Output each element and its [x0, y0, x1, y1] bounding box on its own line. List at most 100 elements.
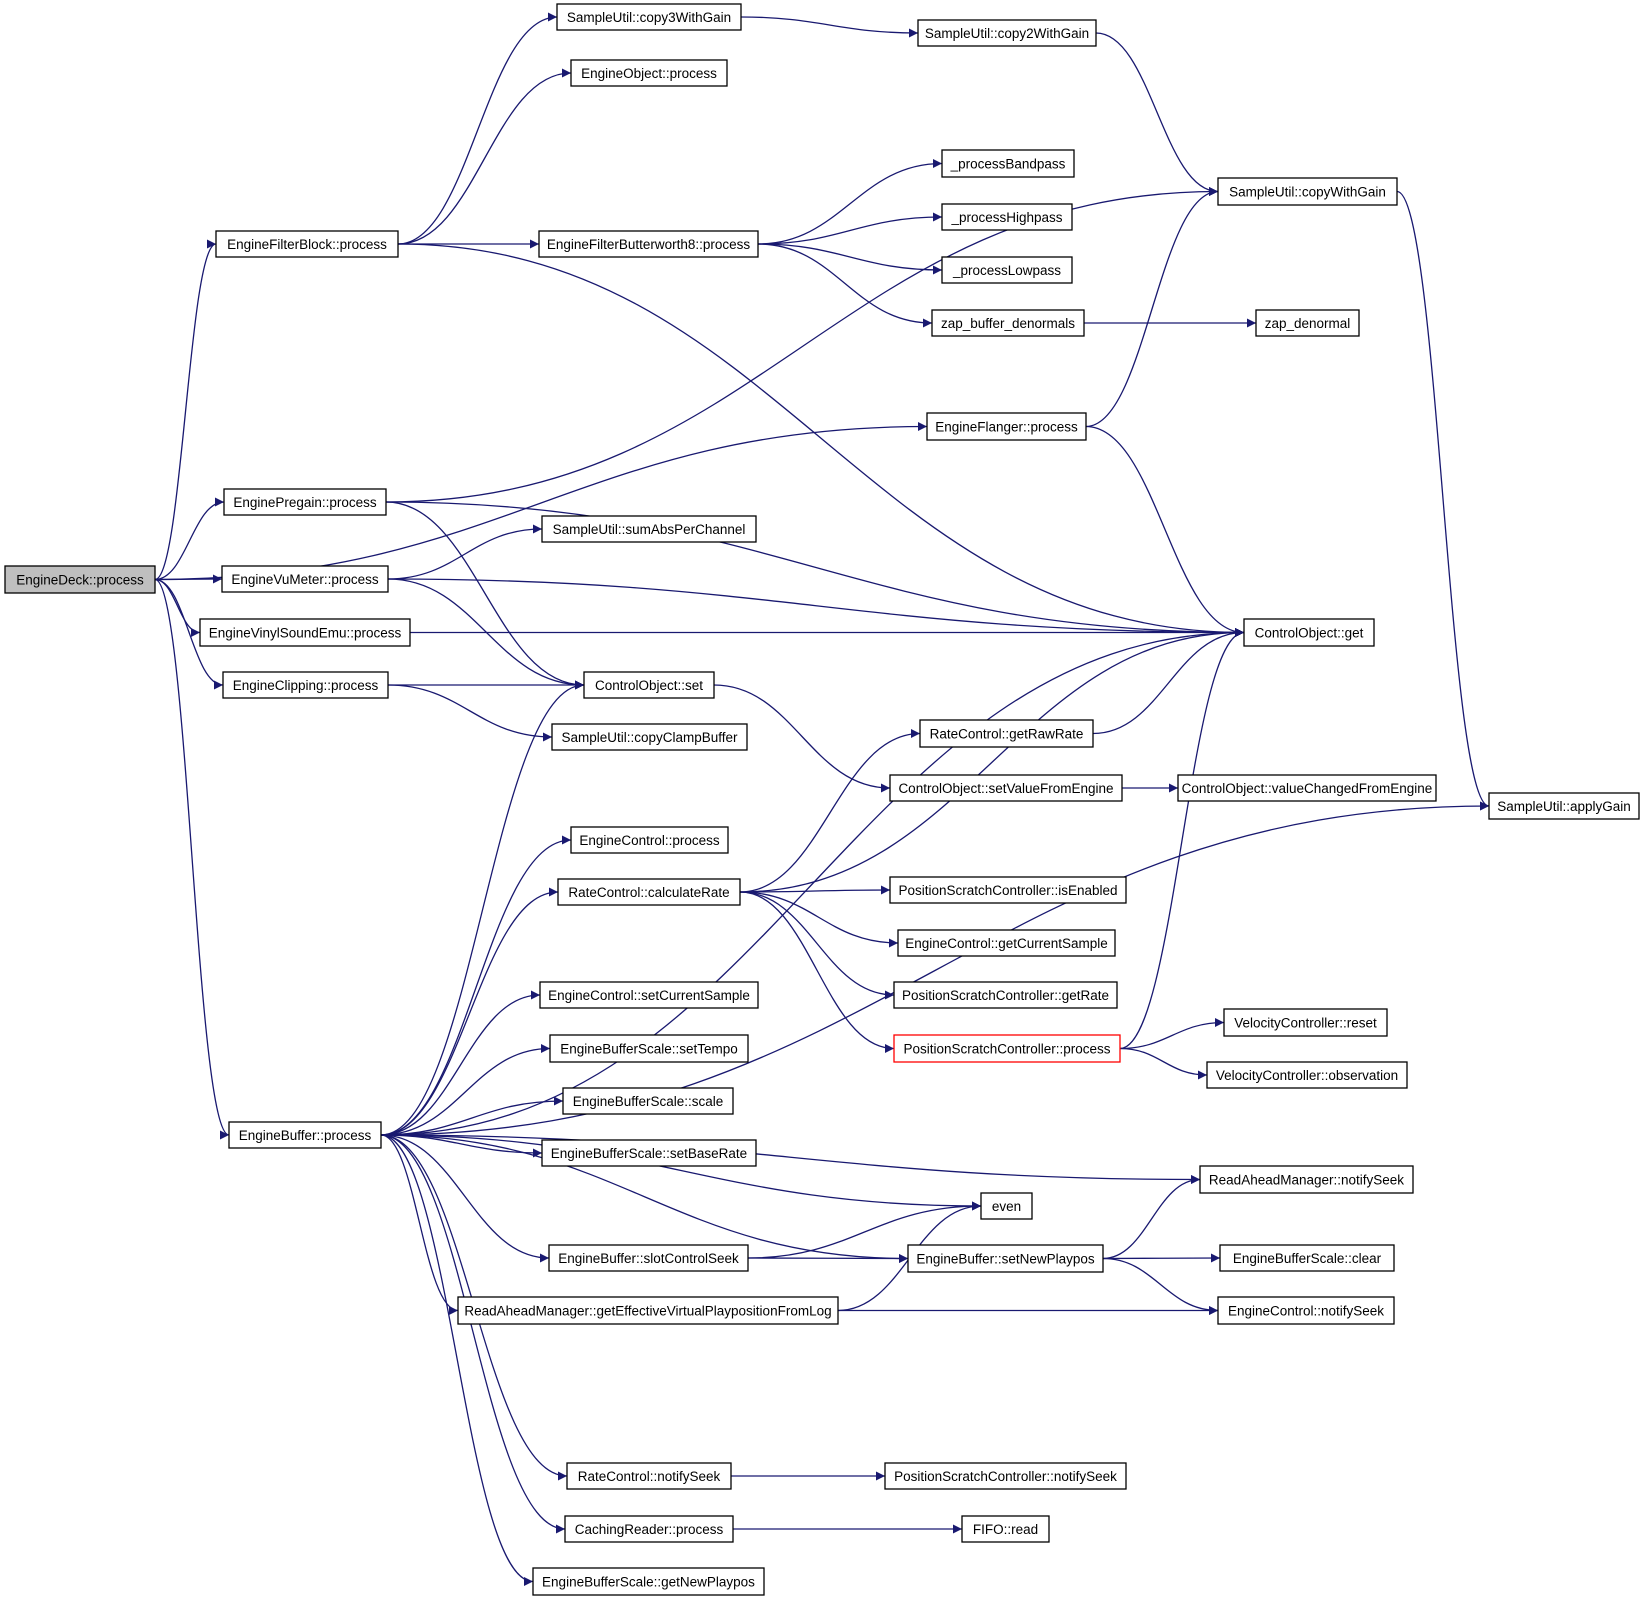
node-box: [548, 1244, 749, 1272]
edge-buffer-to-getnewplaypos: [380, 1134, 534, 1586]
edge-filterblock-to-coget: [397, 243, 1245, 637]
node-pregain[interactable]: EnginePregain::process: [223, 488, 387, 516]
node-scale[interactable]: EngineBufferScale::scale: [562, 1087, 734, 1115]
node-cachingproc[interactable]: CachingReader::process: [564, 1515, 734, 1543]
edge-butter-to-lowpass: [757, 243, 943, 275]
node-coset[interactable]: ControlObject::set: [583, 671, 715, 699]
node-label: RateControl::notifySeek: [578, 1469, 721, 1484]
node-label: ControlObject::get: [1255, 626, 1364, 641]
node-even[interactable]: even: [980, 1192, 1033, 1220]
node-sumabs[interactable]: SampleUtil::sumAbsPerChannel: [541, 515, 757, 543]
node-box: [1206, 1061, 1408, 1089]
node-box: [917, 19, 1097, 47]
edge-calcrate-to-isenabled: [739, 885, 891, 895]
edge-buffer-to-ramnotify: [380, 1134, 1201, 1184]
node-ramgetvp[interactable]: ReadAheadManager::getEffectiveVirtualPla…: [457, 1296, 839, 1325]
node-label: ReadAheadManager::notifySeek: [1209, 1173, 1404, 1188]
node-vumeter[interactable]: EngineVuMeter::process: [221, 565, 389, 593]
node-setbaserate[interactable]: EngineBufferScale::setBaseRate: [541, 1139, 757, 1167]
node-applygain[interactable]: SampleUtil::applyGain: [1488, 792, 1640, 820]
edge-pregain-to-coget: [385, 501, 1245, 637]
node-flanger[interactable]: EngineFlanger::process: [926, 412, 1087, 441]
node-box: [4, 565, 156, 594]
node-settempo[interactable]: EngineBufferScale::setTempo: [549, 1034, 749, 1063]
edge-slotseek-to-setnewplaypos: [747, 1253, 909, 1263]
node-clamp[interactable]: SampleUtil::copyClampBuffer: [551, 723, 748, 751]
node-deck[interactable]: EngineDeck::process: [4, 565, 156, 594]
node-coget[interactable]: ControlObject::get: [1243, 618, 1375, 647]
node-label: EngineBuffer::slotControlSeek: [558, 1251, 739, 1266]
node-label: SampleUtil::copyWithGain: [1229, 185, 1386, 200]
node-ectlnotify[interactable]: EngineControl::notifySeek: [1217, 1296, 1395, 1325]
edge-butter-to-zapbuf: [757, 243, 933, 328]
node-label: PositionScratchController::process: [903, 1042, 1110, 1057]
node-label: EngineObject::process: [581, 66, 717, 81]
edge-filterblock-to-eobj: [397, 68, 572, 245]
node-ramnotify[interactable]: ReadAheadManager::notifySeek: [1199, 1165, 1414, 1194]
node-label: EngineBuffer::setNewPlaypos: [916, 1252, 1095, 1267]
node-slotseek[interactable]: EngineBuffer::slotControlSeek: [548, 1244, 749, 1272]
node-getcursample[interactable]: EngineControl::getCurrentSample: [897, 929, 1116, 957]
node-filterblock[interactable]: EngineFilterBlock::process: [215, 230, 399, 258]
node-box: [566, 1462, 732, 1490]
edge-copy3-to-copy2: [740, 16, 919, 38]
edge-calcrate-to-rawrate: [739, 729, 921, 893]
node-setnewplaypos[interactable]: EngineBuffer::setNewPlaypos: [907, 1244, 1104, 1273]
node-zapden[interactable]: zap_denormal: [1255, 309, 1360, 337]
node-rawrate[interactable]: RateControl::getRawRate: [919, 719, 1094, 748]
edge-vumeter-to-coget: [387, 578, 1245, 637]
node-box: [907, 1244, 1104, 1273]
node-velreset[interactable]: VelocityController::reset: [1223, 1008, 1388, 1037]
node-buffer[interactable]: EngineBuffer::process: [228, 1121, 382, 1149]
node-label: EngineFilterButterworth8::process: [547, 237, 751, 252]
node-label: SampleUtil::applyGain: [1497, 799, 1631, 814]
node-setcursample[interactable]: EngineControl::setCurrentSample: [539, 981, 759, 1009]
node-label: EngineDeck::process: [16, 573, 144, 588]
node-setvfe[interactable]: ControlObject::setValueFromEngine: [889, 774, 1123, 802]
node-ectlproc[interactable]: EngineControl::process: [570, 826, 729, 854]
edge-setnewplaypos-to-ramnotify: [1102, 1175, 1201, 1260]
edge-buffer-to-settempo: [380, 1044, 551, 1136]
node-box: [541, 1139, 757, 1167]
node-getrate[interactable]: PositionScratchController::getRate: [893, 981, 1118, 1009]
node-copy3[interactable]: SampleUtil::copy3WithGain: [556, 3, 742, 31]
edge-calcrate-to-coget: [739, 628, 1245, 893]
node-box: [1177, 774, 1437, 802]
node-eobj[interactable]: EngineObject::process: [570, 59, 728, 87]
node-pscproc[interactable]: PositionScratchController::process: [893, 1034, 1121, 1063]
node-box: [931, 309, 1085, 337]
edge-clipping-to-clamp: [387, 684, 553, 742]
node-box: [893, 1034, 1121, 1063]
node-bandpass[interactable]: _processBandpass: [941, 149, 1075, 178]
node-getnewplaypos[interactable]: EngineBufferScale::getNewPlaypos: [532, 1567, 765, 1596]
node-box: [1488, 792, 1640, 820]
edge-calcrate-to-pscproc: [739, 891, 895, 1053]
node-fiforead[interactable]: FIFO::read: [961, 1515, 1050, 1543]
node-valchg[interactable]: ControlObject::valueChangedFromEngine: [1177, 774, 1437, 802]
node-ebsclear[interactable]: EngineBufferScale::clear: [1219, 1244, 1395, 1272]
edge-pscproc-to-velreset: [1119, 1018, 1225, 1050]
node-butter[interactable]: EngineFilterButterworth8::process: [538, 230, 759, 258]
node-clipping[interactable]: EngineClipping::process: [222, 671, 389, 699]
node-ratenotify[interactable]: RateControl::notifySeek: [566, 1462, 732, 1490]
node-pscnotify[interactable]: PositionScratchController::notifySeek: [884, 1462, 1127, 1490]
node-copy2[interactable]: SampleUtil::copy2WithGain: [917, 19, 1097, 47]
node-label: ReadAheadManager::getEffectiveVirtualPla…: [464, 1304, 831, 1319]
node-box: [919, 719, 1094, 748]
node-copywg[interactable]: SampleUtil::copyWithGain: [1217, 177, 1398, 206]
edge-pscproc-to-coget: [1119, 628, 1245, 1050]
node-calcrate[interactable]: RateControl::calculateRate: [557, 878, 741, 906]
node-isenabled[interactable]: PositionScratchController::isEnabled: [889, 876, 1127, 904]
node-label: _processLowpass: [952, 263, 1061, 278]
node-label: EngineControl::setCurrentSample: [548, 988, 750, 1003]
node-box: [199, 618, 411, 647]
node-velobs[interactable]: VelocityController::observation: [1206, 1061, 1408, 1089]
node-box: [215, 230, 399, 258]
edge-buffer-to-slotseek: [380, 1134, 550, 1263]
node-vinyl[interactable]: EngineVinylSoundEmu::process: [199, 618, 411, 647]
node-lowpass[interactable]: _processLowpass: [941, 256, 1073, 284]
node-highpass[interactable]: _processHighpass: [941, 203, 1073, 231]
node-label: EngineBufferScale::scale: [573, 1094, 724, 1109]
node-zapbuf[interactable]: zap_buffer_denormals: [931, 309, 1085, 337]
edge-pregain-to-coset: [385, 501, 585, 690]
